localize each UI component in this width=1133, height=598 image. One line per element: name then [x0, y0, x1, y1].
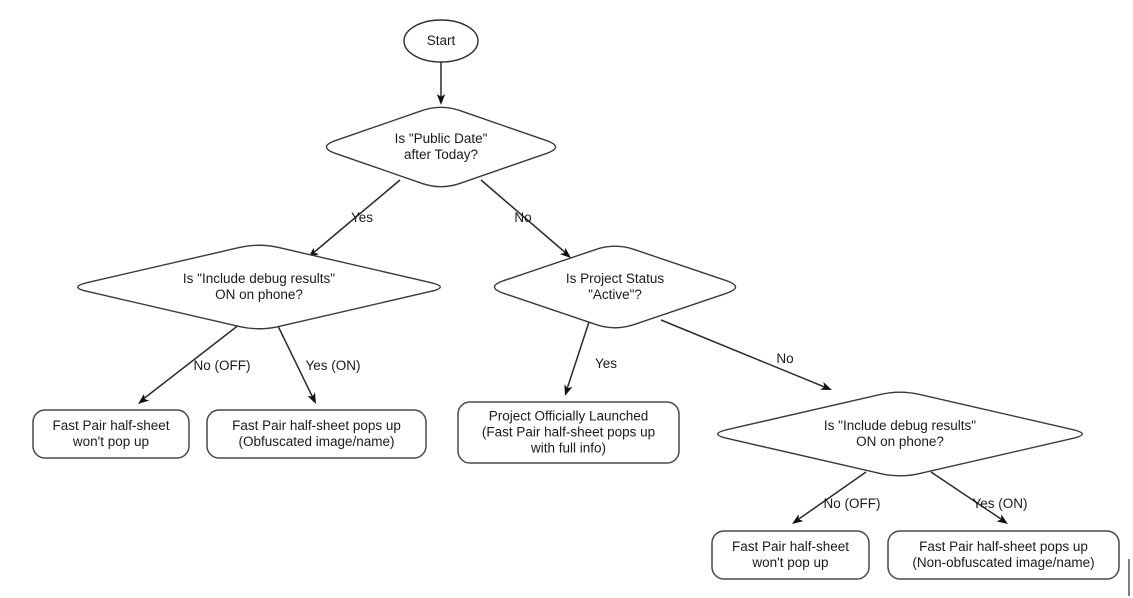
edge-projectstatus-no: No — [660, 319, 832, 390]
edge-label-projectstatus-no: No — [776, 351, 793, 366]
node-label-obfuscated-popup: Fast Pair half-sheet pops up(Obfuscated … — [232, 418, 401, 449]
edge-label-publicdate-yes: Yes — [351, 210, 373, 225]
decision-diamond-shape — [493, 245, 737, 329]
terminator-box-shape — [457, 401, 680, 464]
node-label-public-date: Is "Public Date"after Today? — [395, 131, 488, 162]
edge-projectstatus-yes: Yes — [564, 321, 617, 396]
arrowhead-icon — [820, 381, 832, 390]
node-officially-launched[interactable]: Project Officially Launched(Fast Pair ha… — [457, 401, 680, 464]
node-public-date[interactable]: Is "Public Date"after Today? — [325, 106, 557, 188]
arrowhead-icon — [559, 247, 571, 258]
edge-label-debugright-nooff: No (OFF) — [824, 496, 881, 511]
node-nonobfuscated-popup[interactable]: Fast Pair half-sheet pops up(Non-obfusca… — [887, 530, 1120, 580]
edge-line — [930, 471, 1005, 522]
edge-publicdate-yes: Yes — [308, 179, 401, 258]
terminator-box-shape — [711, 530, 870, 580]
node-project-status[interactable]: Is Project Status"Active"? — [493, 245, 737, 329]
edge-debugleft-yeson: Yes (ON) — [276, 323, 361, 404]
edge-label-debugleft-yeson: Yes (ON) — [305, 358, 360, 373]
node-label-debug-left: Is "Include debug results"ON on phone? — [183, 271, 335, 302]
arrowhead-icon — [307, 392, 316, 404]
terminator-box-shape — [32, 409, 190, 459]
arrowhead-icon — [996, 514, 1008, 524]
node-start[interactable]: Start — [403, 19, 479, 63]
node-obfuscated-popup[interactable]: Fast Pair half-sheet pops up(Obfuscated … — [206, 409, 427, 459]
edge-start-to-publicdate — [436, 62, 446, 105]
edge-debugright-yeson: Yes (ON) — [930, 471, 1028, 524]
terminator-box-shape — [887, 530, 1120, 580]
edge-debugright-nooff: No (OFF) — [792, 471, 881, 524]
edge-line — [480, 179, 568, 255]
edge-line — [141, 323, 241, 401]
edge-label-projectstatus-yes: Yes — [595, 356, 617, 371]
edge-label-publicdate-no: No — [514, 210, 531, 225]
start-ellipse-shape — [403, 19, 479, 63]
edge-line — [276, 323, 315, 401]
edge-publicdate-no: No — [480, 179, 571, 258]
edge-line — [311, 179, 401, 255]
node-label-start: Start — [427, 33, 456, 48]
edge-label-debugleft-nooff: No (OFF) — [194, 358, 251, 373]
arrowhead-icon — [436, 94, 446, 105]
edge-label-debugright-yeson: Yes (ON) — [972, 496, 1027, 511]
edge-line — [565, 321, 590, 393]
decision-diamond-shape — [77, 244, 441, 330]
node-label-debug-right: Is "Include debug results"ON on phone? — [824, 418, 976, 449]
arrowhead-icon — [564, 384, 573, 396]
decision-diamond-shape — [717, 391, 1083, 477]
node-debug-left[interactable]: Is "Include debug results"ON on phone? — [77, 244, 441, 330]
decision-diamond-shape — [325, 106, 557, 188]
edge-line — [795, 471, 867, 522]
node-label-officially-launched: Project Officially Launched(Fast Pair ha… — [482, 408, 655, 455]
node-label-nonobfuscated-popup: Fast Pair half-sheet pops up(Non-obfusca… — [912, 539, 1094, 570]
node-debug-right[interactable]: Is "Include debug results"ON on phone? — [717, 391, 1083, 477]
node-label-project-status: Is Project Status"Active"? — [566, 271, 665, 302]
nodes-layer: Start Is "Public Date"after Today? Is "Inc… — [32, 19, 1120, 580]
edge-debugleft-nooff: No (OFF) — [138, 323, 251, 404]
edge-line — [660, 319, 828, 389]
terminator-box-shape — [206, 409, 427, 459]
arrowhead-icon — [138, 393, 150, 404]
arrowhead-icon — [792, 514, 804, 524]
